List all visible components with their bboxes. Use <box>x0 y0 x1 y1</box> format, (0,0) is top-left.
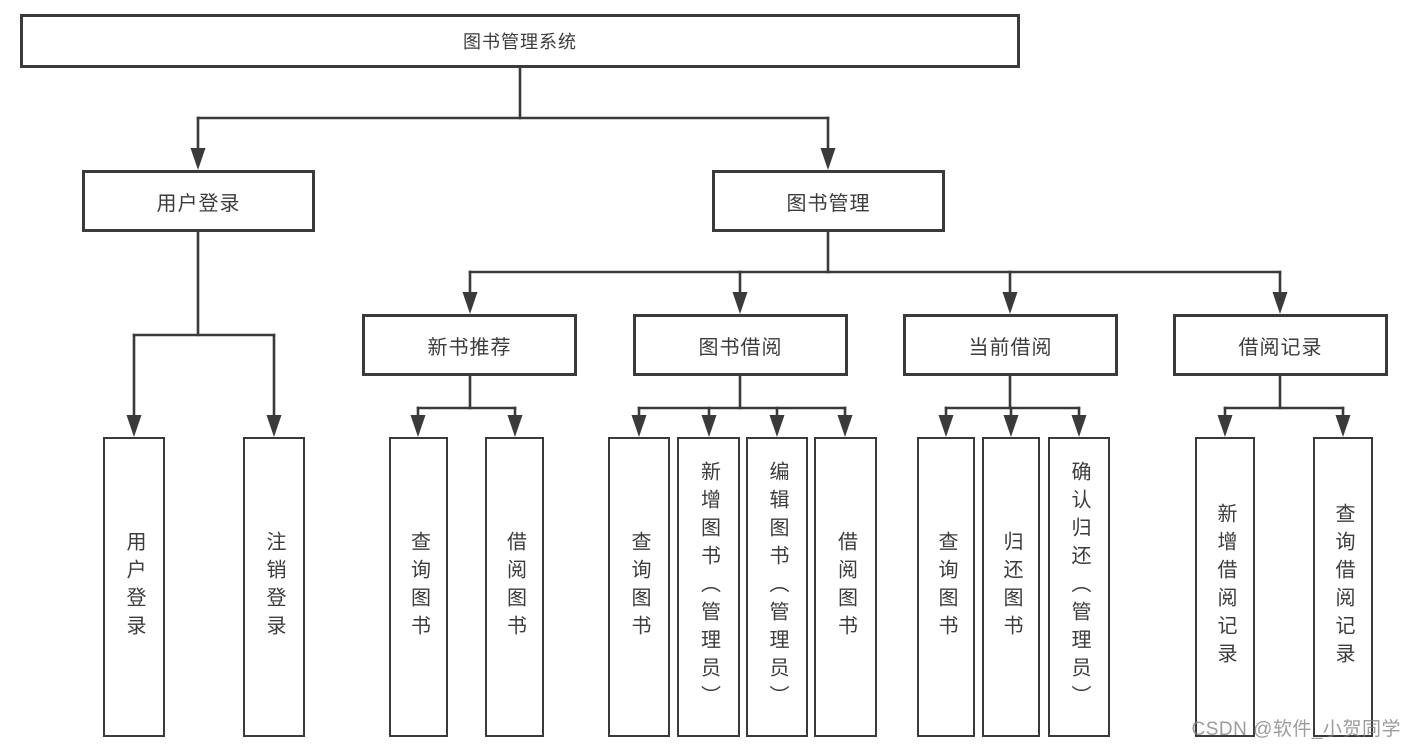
node-label: 用户登录 <box>123 531 145 643</box>
node-current-borrowing: 当前借阅 <box>903 314 1118 376</box>
node-borrowing-records: 借阅记录 <box>1173 314 1388 376</box>
leaf-return-books: 归还图书 <box>982 437 1040 737</box>
node-book-management: 图书管理 <box>712 170 945 232</box>
leaf-user-login: 用户登录 <box>103 437 165 737</box>
node-label: 编辑图书（管理员） <box>766 461 788 713</box>
node-label: 确认归还（管理员） <box>1068 461 1090 713</box>
node-label: 借阅图书 <box>834 531 857 643</box>
node-label: 新书推荐 <box>427 336 512 359</box>
leaf-query-borrow-record: 查询借阅记录 <box>1313 437 1373 737</box>
node-label: 当前借阅 <box>968 336 1053 359</box>
node-library-management-system: 图书管理系统 <box>20 14 1020 68</box>
node-label: 查询图书 <box>407 531 430 643</box>
leaf-confirm-return-admin: 确认归还（管理员） <box>1048 437 1110 737</box>
node-label: 新增图书（管理员） <box>697 461 720 713</box>
node-label: 用户登录 <box>156 192 241 215</box>
node-book-borrowing: 图书借阅 <box>633 314 848 376</box>
node-label: 借阅图书 <box>503 531 526 643</box>
leaf-add-borrow-record: 新增借阅记录 <box>1195 437 1255 737</box>
node-user-login: 用户登录 <box>82 170 315 232</box>
leaf-query-books-current: 查询图书 <box>917 437 975 737</box>
node-label: 查询借阅记录 <box>1332 503 1354 671</box>
node-label: 查询图书 <box>935 531 957 643</box>
node-label: 归还图书 <box>1000 531 1022 643</box>
leaf-query-books-recommend: 查询图书 <box>389 437 448 737</box>
leaf-query-books-borrow: 查询图书 <box>608 437 670 737</box>
node-label: 注销登录 <box>263 531 285 643</box>
leaf-add-books-admin: 新增图书（管理员） <box>677 437 740 737</box>
csdn-watermark: CSDN @软件_小贺同学 <box>1191 719 1401 740</box>
node-label: 图书管理 <box>786 192 871 215</box>
node-label: 查询图书 <box>628 531 650 643</box>
leaf-borrow-books-recommend: 借阅图书 <box>485 437 544 737</box>
node-label: 借阅记录 <box>1238 336 1323 359</box>
leaf-borrow-books: 借阅图书 <box>814 437 877 737</box>
leaf-logout: 注销登录 <box>243 437 305 737</box>
node-label: 图书借阅 <box>698 336 783 359</box>
node-label: 图书管理系统 <box>463 32 577 52</box>
node-label: 新增借阅记录 <box>1214 503 1236 671</box>
leaf-edit-books-admin: 编辑图书（管理员） <box>746 437 808 737</box>
node-new-book-recommendation: 新书推荐 <box>362 314 577 376</box>
